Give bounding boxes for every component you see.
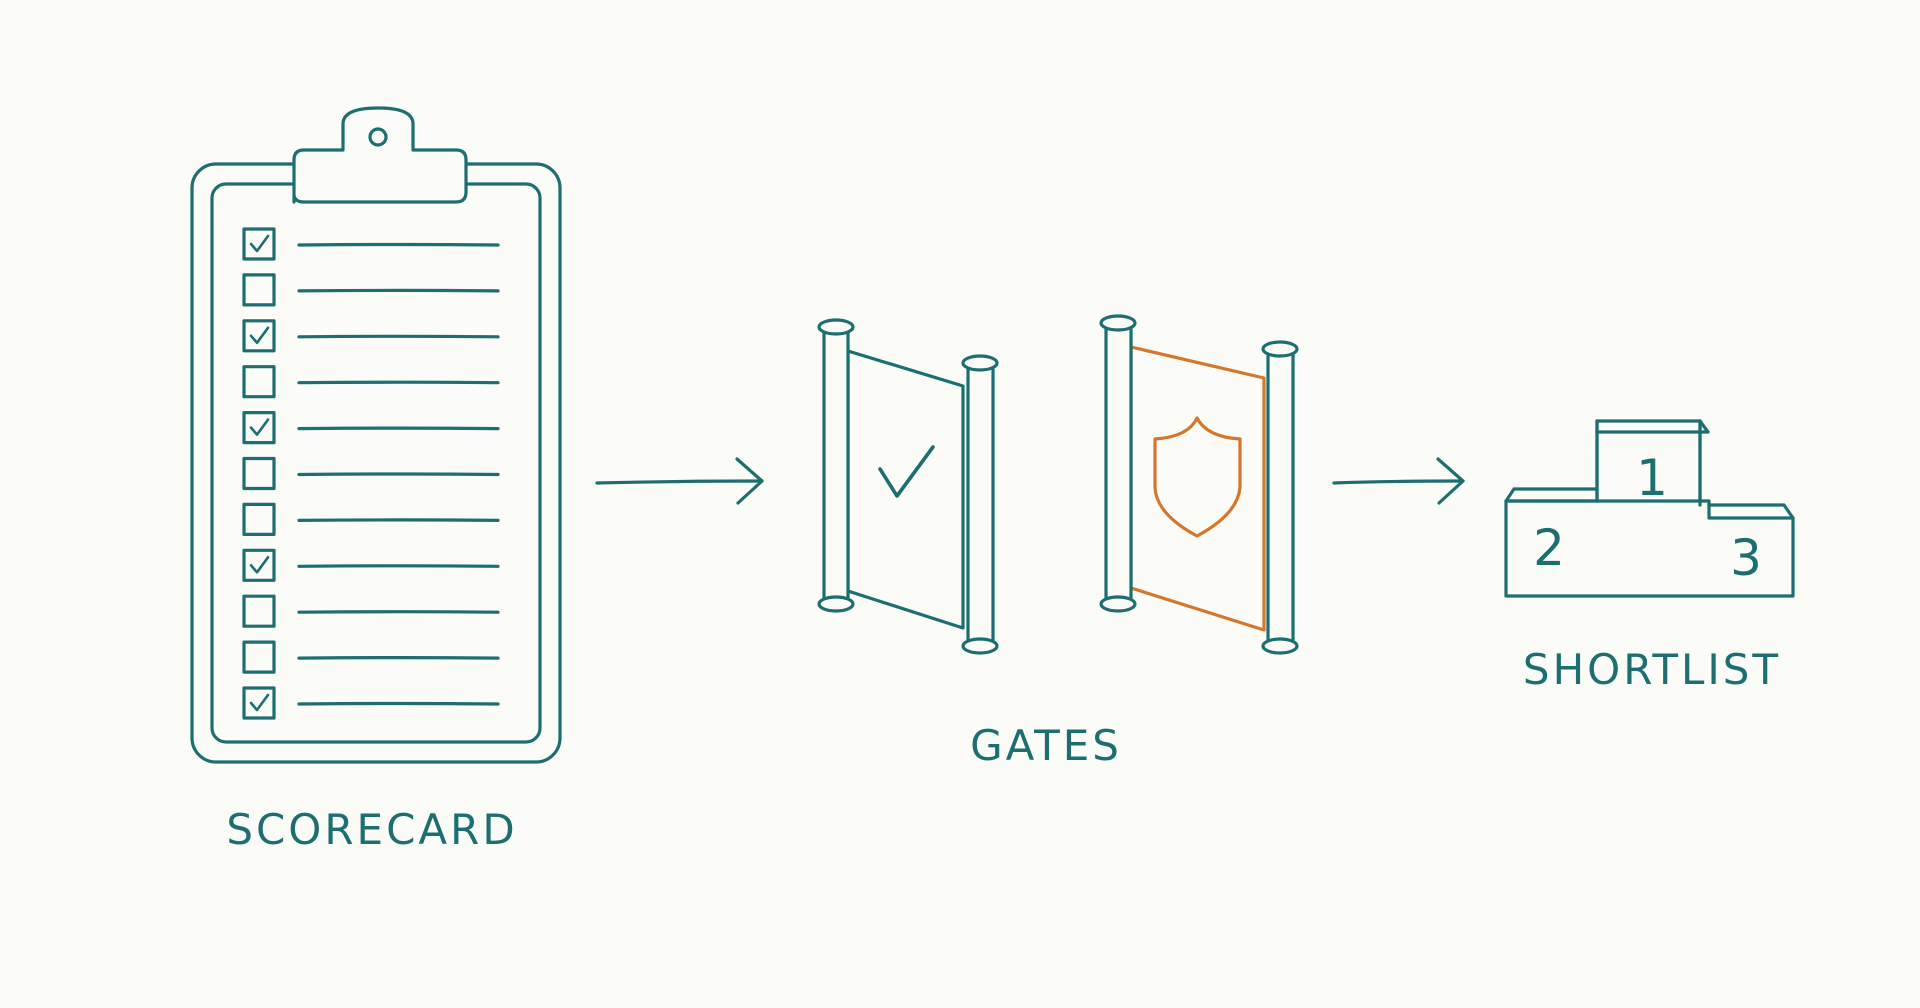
checkbox-icon	[242, 227, 276, 261]
scorecard-line	[297, 564, 500, 568]
gate-icon	[817, 318, 999, 655]
podium-place-third: 3	[1730, 529, 1762, 587]
checkbox-icon	[242, 365, 276, 399]
checkbox-icon	[242, 594, 276, 628]
check-mark-icon	[249, 326, 270, 345]
scorecard-group	[190, 106, 562, 764]
scorecard-line	[297, 472, 500, 477]
stage-label-gates: GATES	[970, 721, 1122, 770]
checkbox-icon	[242, 548, 276, 582]
checkbox-icon	[242, 411, 276, 445]
podium-place-second: 2	[1533, 519, 1565, 577]
check-mark-icon	[249, 234, 270, 253]
checkbox-icon	[242, 273, 276, 307]
arrow-right-icon	[595, 457, 764, 505]
arrow-right-icon	[1332, 457, 1465, 505]
checkbox-icon	[242, 640, 276, 674]
scorecard-line	[297, 701, 500, 706]
checkbox-icon	[242, 456, 276, 491]
podium-place-first: 1	[1636, 449, 1668, 507]
scorecard-line	[297, 610, 500, 614]
checkbox-icon	[242, 502, 276, 536]
gate-icon	[1099, 314, 1299, 655]
check-mark-icon	[249, 418, 270, 436]
shield-icon	[1153, 416, 1242, 538]
scorecard-line	[297, 288, 500, 293]
stage-label-shortlist: SHORTLIST	[1523, 645, 1781, 694]
checkbox-icon	[242, 686, 276, 720]
stage-label-scorecard: SCORECARD	[226, 805, 517, 854]
scorecard-line	[297, 518, 500, 522]
clipboard-icon	[190, 106, 562, 764]
scorecard-line	[297, 334, 500, 339]
check-mark-icon	[878, 445, 935, 498]
podium-icon	[1504, 419, 1795, 598]
checkbox-icon	[242, 319, 276, 353]
check-mark-icon	[249, 556, 270, 574]
scorecard-line	[297, 242, 500, 247]
scorecard-rows	[242, 227, 500, 720]
check-mark-icon	[249, 693, 270, 712]
scorecard-line	[297, 426, 500, 431]
scorecard-line	[297, 656, 500, 660]
gates-group	[817, 314, 1299, 655]
scorecard-line	[297, 380, 500, 385]
